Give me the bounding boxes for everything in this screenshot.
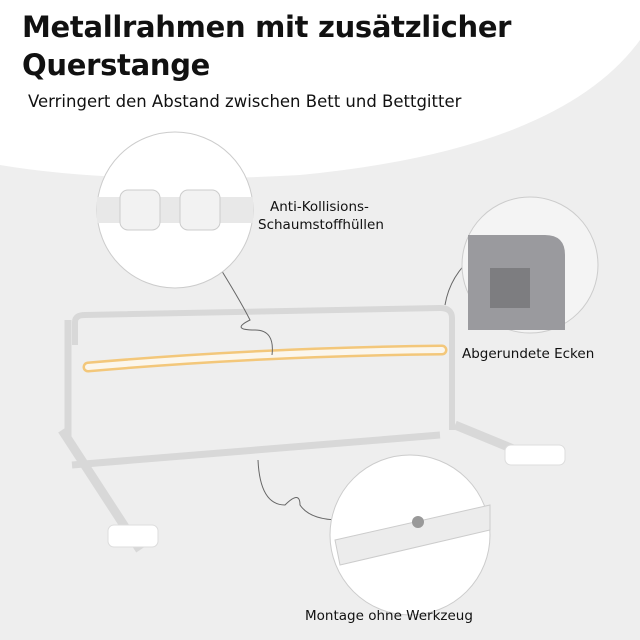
mount-plate-left [107,524,159,548]
mount-plate-right [504,444,566,466]
title-line-2: Querstange [22,48,211,82]
detail-circle-corners [461,196,599,334]
pointer-line-foam [214,259,273,356]
subtitle: Verringert den Abstand zwischen Bett und… [28,92,462,111]
callout-foam-line2: Schaumstoffhüllen [258,217,384,233]
pointer-line-mounting [257,459,341,521]
callout-foam: Anti-Kollisions- Schaumstoffhüllen [258,198,384,234]
title-line-1: Metallrahmen mit zusätzlicher [22,10,512,44]
callout-corners: Abgerundete Ecken [462,346,595,362]
detail-circle-foam [96,131,254,289]
page-title: Metallrahmen mit zusätzlicher Querstange [22,8,511,84]
callout-mounting: Montage ohne Werkzeug [305,608,473,624]
callout-foam-line1: Anti-Kollisions- [270,199,369,215]
detail-circle-mounting [329,454,491,616]
